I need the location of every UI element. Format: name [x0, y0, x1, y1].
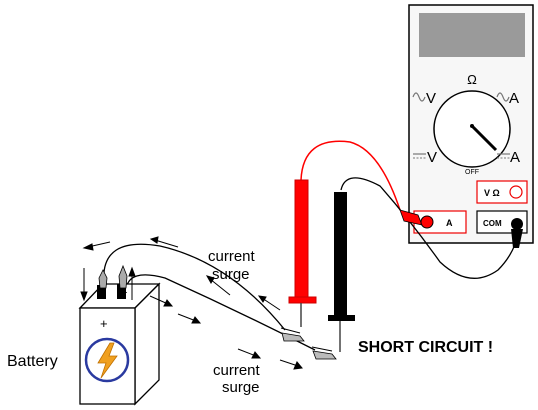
black-probe — [328, 192, 355, 352]
black-plug — [511, 229, 523, 248]
red-lead-wire — [300, 140, 401, 211]
current-surge-upper-line1: current — [208, 248, 256, 265]
down-right-arrow-icon — [177, 313, 197, 322]
current-surge-lower-line2: surge — [222, 379, 260, 396]
battery-label: Battery — [7, 353, 58, 370]
short-circuit-label: SHORT CIRCUIT ! — [358, 339, 493, 356]
com-jack-label: COM — [483, 219, 502, 228]
meter-display — [419, 13, 525, 57]
upper-alligator-clip — [280, 327, 305, 342]
ac-wave-icon — [496, 92, 510, 102]
ac-volts-label: V — [426, 90, 436, 107]
ohm-label: Ω — [467, 72, 477, 87]
lower-alligator-clip — [311, 346, 337, 360]
negative-wire — [125, 274, 316, 351]
multimeter: Ω V A V A OFF V Ω A COM — [408, 4, 534, 244]
ac-wave-icon — [412, 92, 426, 102]
arrow-head — [80, 291, 88, 302]
ac-amps-label: A — [509, 90, 519, 107]
selector-pointer — [470, 124, 498, 152]
current-surge-lower-line1: current — [213, 362, 261, 379]
black-lead-wire — [340, 177, 519, 279]
current-surge-upper-line2: surge — [212, 266, 250, 283]
positive-terminal-clip — [97, 269, 108, 299]
negative-terminal-clip — [117, 264, 128, 299]
arrow-head — [128, 266, 136, 277]
amp-jack-label: A — [446, 218, 453, 228]
off-label: OFF — [465, 169, 479, 176]
selector-dial[interactable] — [433, 90, 511, 168]
dc-volts-label: V — [427, 149, 437, 166]
current-arrows — [80, 236, 303, 370]
red-plug-tip — [420, 215, 434, 229]
dc-amps-label: A — [510, 149, 520, 166]
up-left-arrow-icon — [209, 278, 231, 296]
battery-plus-label: + — [100, 316, 108, 331]
vohm-jack-label: V Ω — [484, 188, 500, 198]
black-plug-tip — [511, 218, 523, 230]
down-right-arrow-icon — [237, 348, 257, 357]
red-probe — [288, 179, 317, 327]
dial-center — [470, 124, 474, 128]
down-right-arrow-icon — [279, 359, 299, 367]
left-arrow-icon — [154, 239, 179, 248]
lightning-bolt-icon — [97, 342, 118, 379]
down-right-arrow-icon — [149, 295, 169, 305]
up-left-arrow-icon — [261, 297, 281, 311]
battery: + - — [78, 282, 161, 406]
vohm-socket — [509, 185, 523, 199]
positive-wire — [103, 243, 286, 331]
